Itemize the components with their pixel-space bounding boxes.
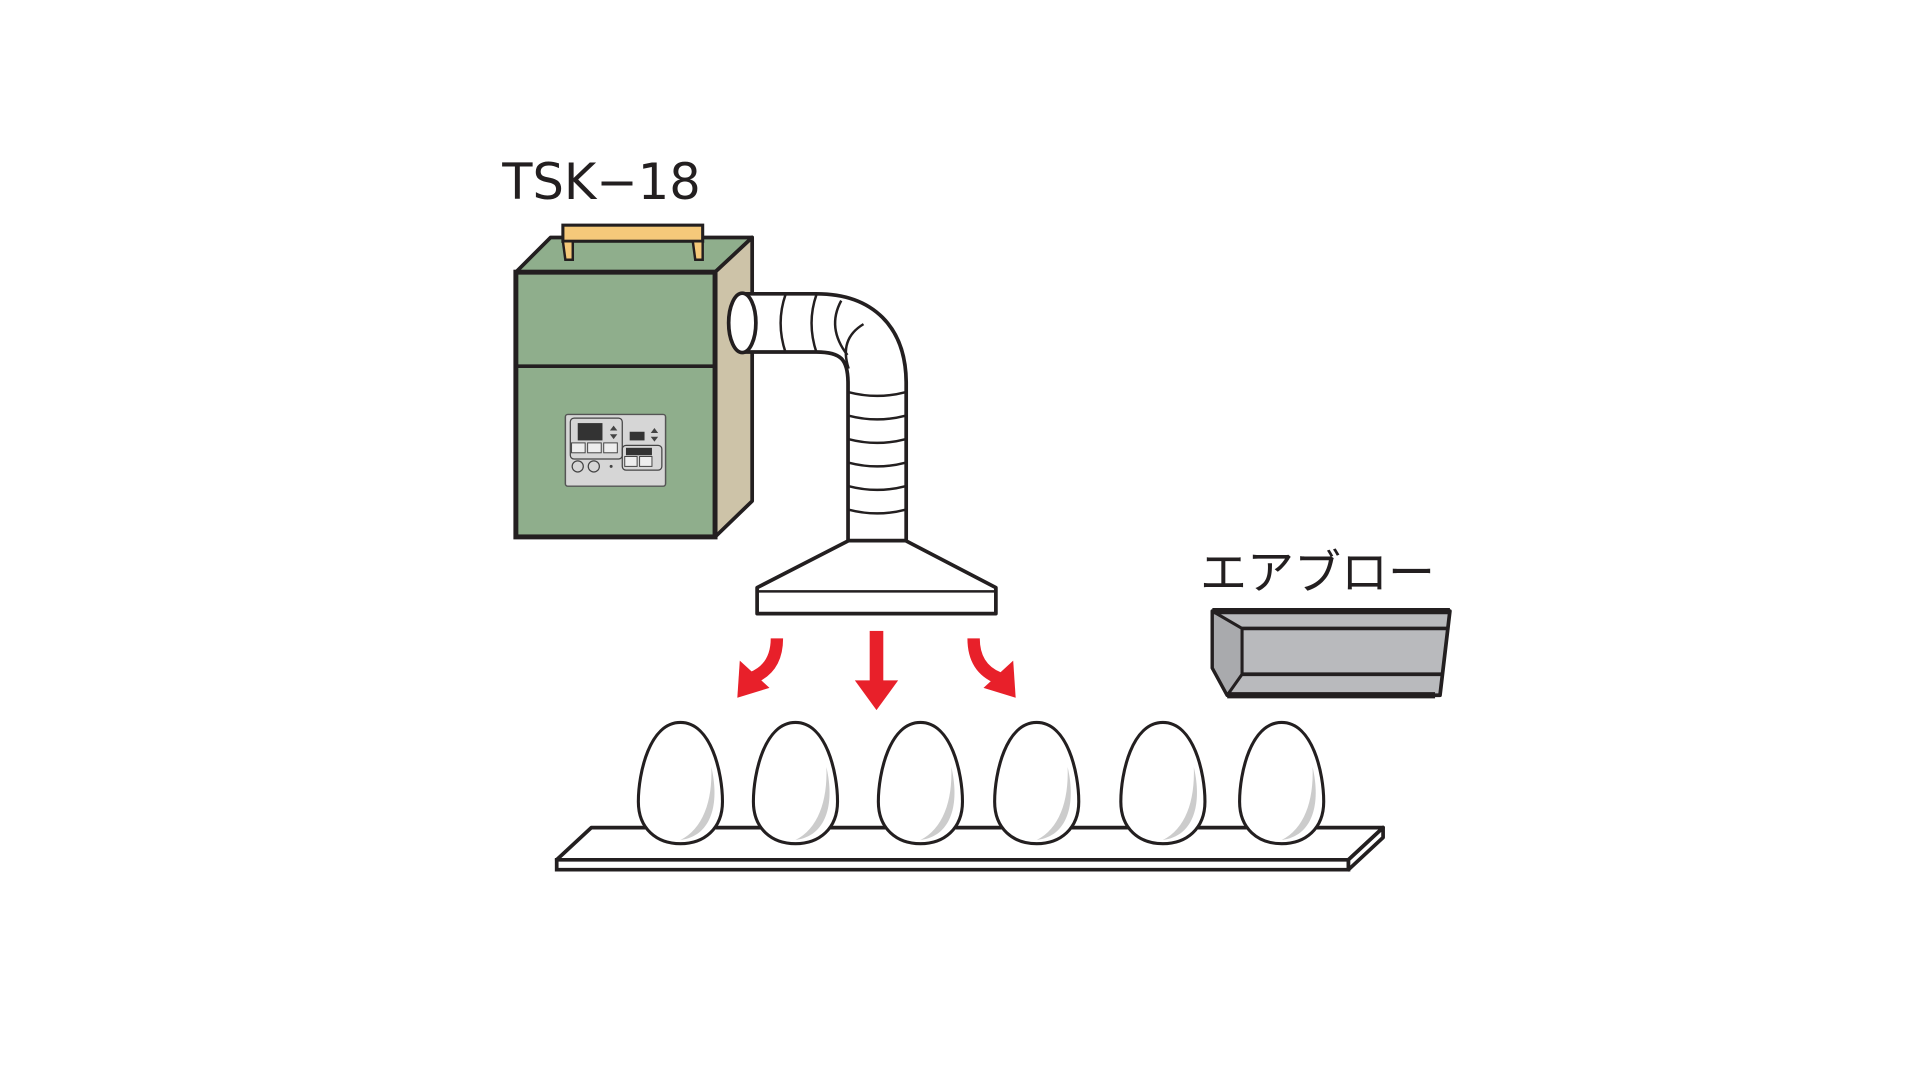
egg bbox=[876, 720, 965, 846]
duct-hose bbox=[726, 291, 909, 545]
arrow-left-icon bbox=[737, 638, 784, 698]
air-blow-label: エアブロー bbox=[1200, 546, 1435, 601]
hood bbox=[755, 538, 998, 616]
egg bbox=[1119, 720, 1207, 846]
air-blow-nozzle bbox=[1210, 608, 1452, 699]
eggs bbox=[636, 720, 1326, 846]
unit-name-label: TSK−18 bbox=[501, 153, 700, 211]
egg bbox=[751, 720, 840, 846]
arrow-right-icon bbox=[967, 638, 1016, 698]
unit-front bbox=[513, 269, 718, 540]
unit-side bbox=[713, 235, 755, 539]
tsk-unit bbox=[513, 223, 755, 540]
control-panel bbox=[564, 413, 667, 487]
arrow-down-icon bbox=[854, 630, 899, 711]
egg bbox=[993, 720, 1081, 846]
egg bbox=[1238, 720, 1326, 846]
airflow-arrows bbox=[737, 630, 1016, 711]
egg bbox=[636, 720, 725, 846]
handle bbox=[561, 223, 705, 262]
